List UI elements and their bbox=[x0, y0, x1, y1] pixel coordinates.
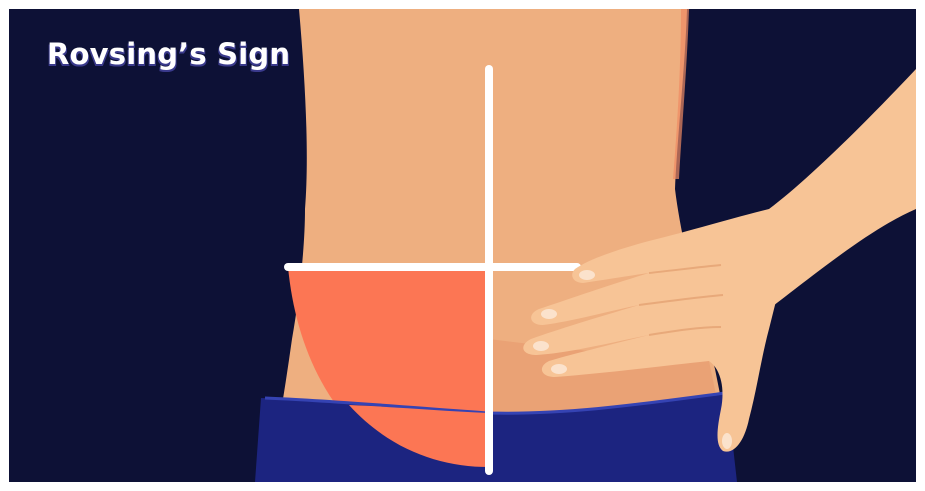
page-title: Rovsing’s Sign bbox=[47, 37, 290, 71]
illustration-frame: Rovsing’s Sign bbox=[9, 9, 916, 482]
abdomen-illustration bbox=[9, 9, 916, 482]
